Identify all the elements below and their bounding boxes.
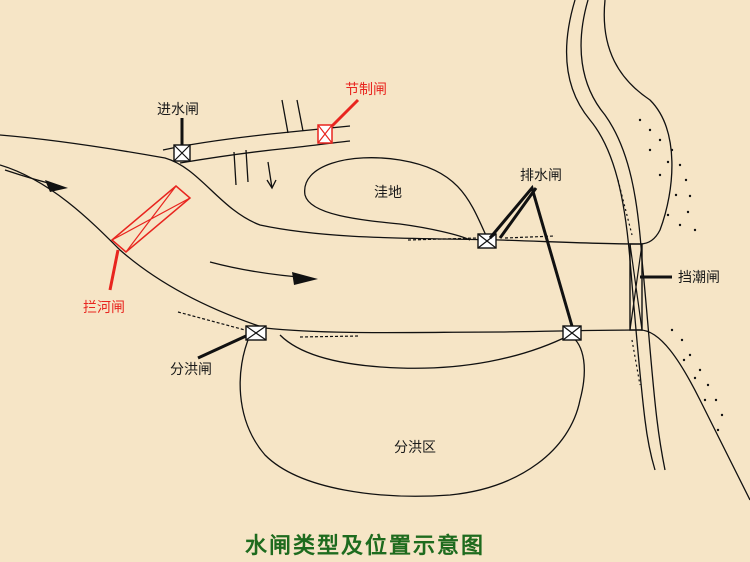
label-barrage: 拦河闸 bbox=[83, 300, 125, 316]
tide-gate bbox=[629, 243, 672, 331]
diversion-sluice-gate bbox=[197, 325, 267, 360]
label-drainage-sluice: 排水闸 bbox=[520, 168, 562, 184]
canal-branch-up bbox=[281, 99, 304, 134]
depression-dike-left bbox=[407, 237, 479, 241]
coast-channel-right bbox=[580, 0, 666, 471]
diagram-caption: 水闸类型及位置示意图 bbox=[245, 533, 485, 559]
flood-dike-mid bbox=[299, 335, 361, 338]
label-tide-gate: 挡潮闸 bbox=[678, 270, 720, 286]
flow-arrow-main bbox=[209, 261, 318, 285]
canal-flow-arrow bbox=[266, 161, 277, 190]
label-flood-area: 分洪区 bbox=[394, 440, 436, 456]
label-diversion-sluice: 分洪闸 bbox=[170, 362, 212, 378]
flood-area-boundary bbox=[239, 334, 585, 497]
coast-dots bbox=[638, 118, 724, 432]
label-regulating-sluice: 节制闸 bbox=[345, 82, 387, 98]
river-upper-bank bbox=[0, 134, 641, 245]
regulating-sluice-gate bbox=[317, 98, 360, 144]
barrage-gate bbox=[108, 185, 192, 291]
coast-channel-left bbox=[566, 0, 656, 471]
intake-sluice-gate bbox=[173, 118, 191, 162]
label-depression: 洼地 bbox=[374, 185, 402, 201]
flood-dike-left bbox=[177, 311, 246, 331]
depression-boundary bbox=[304, 157, 489, 241]
coast-shore bbox=[603, 0, 750, 501]
drainage-leader-lines bbox=[488, 184, 574, 327]
canal-lower-bank bbox=[179, 140, 351, 164]
label-intake-sluice: 进水闸 bbox=[157, 102, 199, 118]
canal-branch-down bbox=[233, 149, 249, 186]
flow-arrow-upstream bbox=[4, 169, 68, 192]
drainage-sluice-gate-2 bbox=[562, 325, 582, 341]
